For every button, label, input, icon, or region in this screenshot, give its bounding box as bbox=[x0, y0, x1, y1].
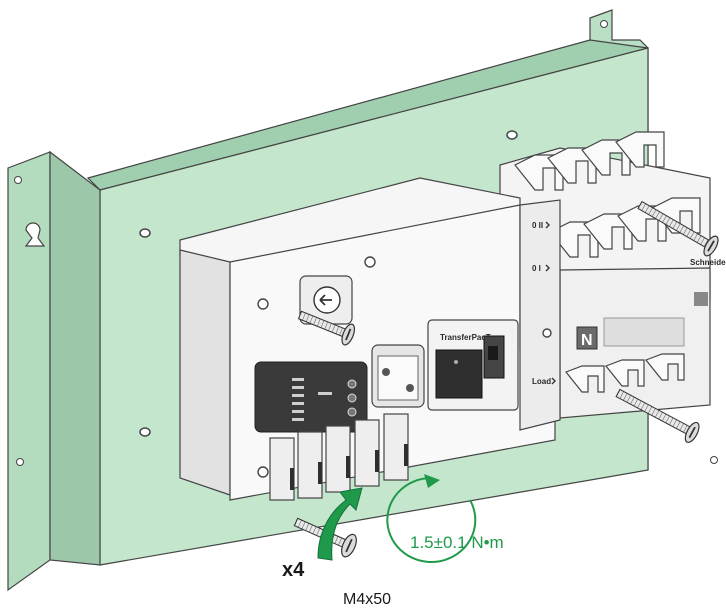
tightening-arrow-icon bbox=[317, 487, 363, 561]
product-name-label: TransferPacT bbox=[440, 333, 491, 342]
hmi-button bbox=[347, 379, 357, 389]
rating-label bbox=[603, 317, 685, 347]
module-screw-hole bbox=[257, 466, 269, 478]
terminal-clip bbox=[605, 359, 645, 387]
terminal-clip bbox=[565, 365, 605, 393]
terminal-label-load: Load bbox=[532, 377, 551, 386]
plate-left-flange bbox=[7, 151, 51, 592]
terminal-label-mid: 0 I bbox=[532, 264, 541, 273]
terminal-clip bbox=[651, 197, 701, 234]
quantity-label: x4 bbox=[282, 559, 305, 581]
rotation-arrow-glyph bbox=[319, 294, 332, 306]
selector-indicator bbox=[406, 384, 414, 392]
terminal-clip bbox=[645, 353, 685, 381]
aux-slot-dark bbox=[290, 444, 408, 490]
handle-recess bbox=[435, 349, 483, 399]
screw-icon bbox=[297, 310, 356, 346]
terminal-clip bbox=[615, 131, 665, 168]
neutral-badge bbox=[576, 326, 598, 350]
module-screw-hole bbox=[257, 298, 269, 310]
terminal-clip bbox=[549, 221, 599, 258]
flange-hole bbox=[710, 456, 718, 464]
hmi-button bbox=[347, 393, 357, 403]
padlock-point bbox=[454, 360, 458, 364]
screw-icon bbox=[637, 200, 719, 257]
selector-indicator bbox=[382, 368, 390, 376]
mode-selector-face bbox=[377, 355, 419, 401]
plate-hole bbox=[139, 228, 151, 238]
chevron-right-icon bbox=[551, 377, 556, 385]
torque-label: 1.5±0.1 N•m bbox=[410, 533, 504, 552]
flange-hole bbox=[16, 458, 24, 466]
hmi-leds bbox=[292, 378, 332, 421]
torque-arrow-icon bbox=[386, 474, 477, 563]
handle-notch bbox=[488, 346, 498, 360]
chevron-right-icon bbox=[545, 221, 550, 229]
plate-hole bbox=[139, 427, 151, 437]
neutral-label: N bbox=[581, 332, 593, 349]
brand-label: Schneider Electric bbox=[690, 258, 726, 267]
hmi-button bbox=[347, 407, 357, 417]
terminal-label-top: 0 II bbox=[532, 221, 543, 230]
module-side bbox=[179, 249, 231, 496]
module-screw-hole bbox=[542, 328, 552, 338]
screw-size-label: M4x50 bbox=[343, 591, 391, 608]
control-module: TransferPacT bbox=[179, 177, 561, 501]
keyhole-slot bbox=[24, 222, 46, 247]
terminal-clip bbox=[583, 213, 633, 250]
terminal-clip bbox=[581, 139, 631, 176]
flange-hole bbox=[14, 176, 22, 184]
terminal-clip bbox=[514, 154, 564, 191]
qr-code bbox=[694, 292, 708, 306]
plate-hole bbox=[506, 130, 518, 140]
screw-icon bbox=[293, 517, 357, 558]
screw-icon bbox=[615, 388, 700, 444]
flange-hole bbox=[600, 20, 608, 28]
module-right-face bbox=[519, 199, 561, 431]
module-screw-hole bbox=[364, 256, 376, 268]
plate-left-bend bbox=[49, 150, 101, 566]
terminal-clip bbox=[547, 147, 597, 184]
chevron-right-icon bbox=[545, 264, 550, 272]
